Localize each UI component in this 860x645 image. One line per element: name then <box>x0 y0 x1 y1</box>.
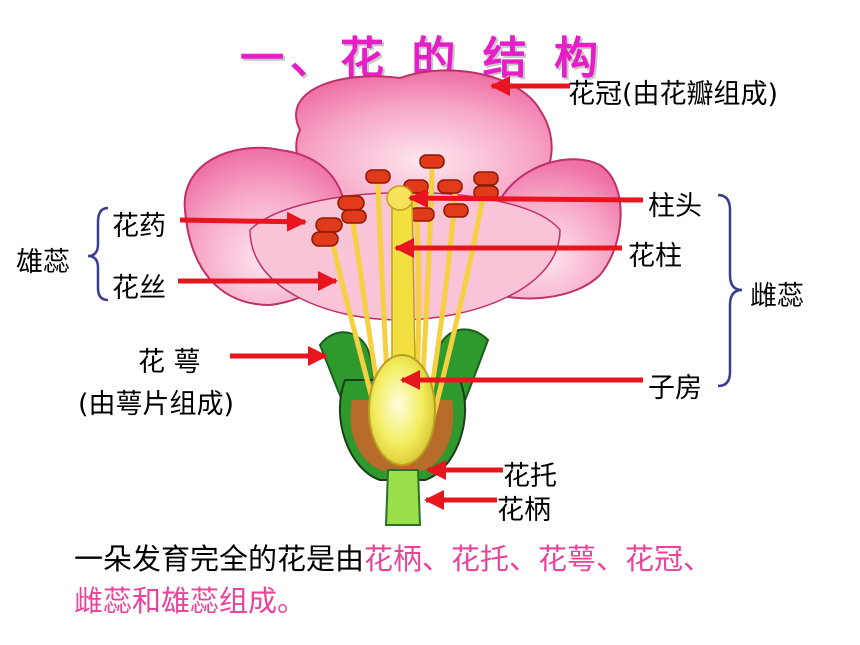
summary-highlight-line2: 雌蕊和雄蕊组成。 <box>74 584 307 618</box>
corolla-label: 花冠(由花瓣组成) <box>568 79 779 110</box>
pistil-label: 雌蕊 <box>750 281 804 312</box>
stamen-bracket <box>87 206 109 302</box>
summary-highlight-line1: 花柄、花托、花萼、花冠、 <box>364 542 713 576</box>
filament-label: 花丝 <box>112 273 166 304</box>
style-label: 花柱 <box>628 241 682 272</box>
sepal-note-label: (由萼片组成) <box>78 389 235 420</box>
summary-prefix: 一朵发育完全的花是由 <box>74 542 365 576</box>
stigma-label: 柱头 <box>648 191 702 222</box>
sepal-label: 花 萼 <box>138 347 201 378</box>
receptacle-label: 花托 <box>503 461 557 492</box>
summary-text: 一朵发育完全的花是由花柄、花托、花萼、花冠、 雌蕊和雄蕊组成。 <box>74 538 712 622</box>
pistil-bracket <box>717 193 743 388</box>
pedicel-label: 花柄 <box>497 495 551 526</box>
stamen-label: 雄蕊 <box>16 247 70 278</box>
anthers <box>311 154 499 247</box>
anther-label: 花药 <box>112 211 166 242</box>
label-arrows <box>178 76 644 510</box>
ovary-label: 子房 <box>648 373 702 404</box>
